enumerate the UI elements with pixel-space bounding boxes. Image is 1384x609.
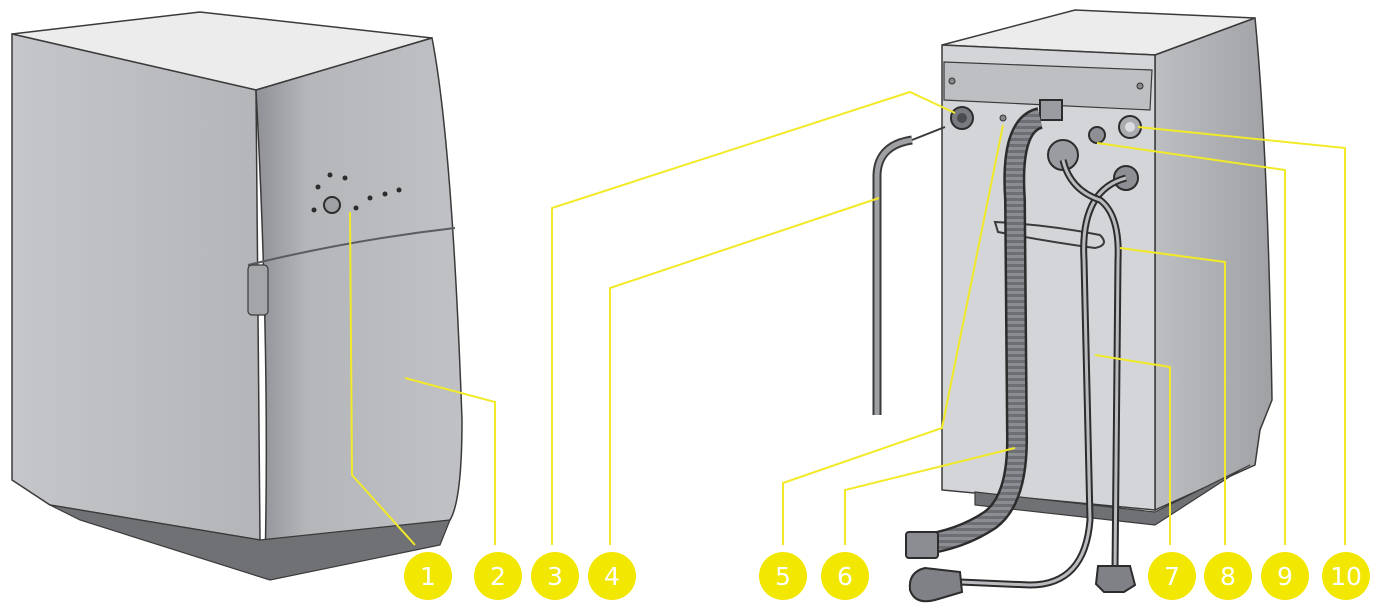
rear-unit-base bbox=[974, 464, 1251, 526]
screw-5 bbox=[999, 114, 1007, 122]
leader-1 bbox=[349, 211, 416, 546]
indicator-led bbox=[327, 172, 333, 178]
power-plug bbox=[908, 566, 964, 603]
callout-badge bbox=[759, 552, 807, 600]
callout-badge bbox=[1204, 552, 1252, 600]
leader-10 bbox=[1137, 126, 1346, 545]
rear-unit-side bbox=[1154, 16, 1273, 512]
leader-4 bbox=[609, 197, 880, 545]
rear-cover-plate bbox=[943, 61, 1153, 111]
drain-hose-end bbox=[905, 531, 939, 559]
cable-4 bbox=[872, 135, 913, 415]
callout-7: 7 bbox=[1148, 552, 1196, 600]
indicator-led bbox=[396, 187, 402, 193]
leader-lines bbox=[349, 90, 1346, 546]
callout-number: 2 bbox=[490, 562, 506, 591]
callout-2: 2 bbox=[474, 552, 522, 600]
hose-nut bbox=[1094, 565, 1137, 593]
callout-number: 7 bbox=[1164, 562, 1180, 591]
callout-number: 10 bbox=[1330, 562, 1362, 591]
leader-9 bbox=[1096, 142, 1286, 545]
indicator-led bbox=[315, 184, 321, 190]
leader-7 bbox=[1094, 354, 1171, 545]
callout-10: 10 bbox=[1322, 552, 1370, 600]
leader-5 bbox=[782, 124, 1004, 545]
leader-3 bbox=[551, 90, 956, 545]
callout-number: 3 bbox=[547, 562, 563, 591]
indicator-led bbox=[382, 191, 388, 197]
callout-6: 6 bbox=[821, 552, 869, 600]
front-unit-side bbox=[11, 33, 261, 541]
callout-badge bbox=[1322, 552, 1370, 600]
callout-9: 9 bbox=[1261, 552, 1309, 600]
front-view bbox=[11, 11, 463, 581]
indicator-led bbox=[353, 205, 359, 211]
front-unit-panel bbox=[255, 37, 463, 566]
rear-hose-holder bbox=[993, 220, 1105, 250]
connector-9 bbox=[1088, 126, 1106, 144]
indicator-led bbox=[342, 175, 348, 181]
callout-number: 1 bbox=[420, 562, 436, 591]
callout-badge bbox=[1148, 552, 1196, 600]
callout-number: 6 bbox=[837, 562, 853, 591]
callout-badge bbox=[588, 552, 636, 600]
callout-badge bbox=[1261, 552, 1309, 600]
callout-5: 5 bbox=[759, 552, 807, 600]
callout-badges: 1 2 3 4 5 6 7 8 9 10 bbox=[404, 552, 1370, 600]
rear-view bbox=[872, 9, 1273, 603]
callout-8: 8 bbox=[1204, 552, 1252, 600]
callout-number: 4 bbox=[604, 562, 620, 591]
callout-number: 5 bbox=[775, 562, 791, 591]
side-handle bbox=[247, 264, 269, 316]
leader-2 bbox=[404, 377, 496, 545]
leader-8 bbox=[1119, 247, 1226, 545]
main-knob[interactable] bbox=[323, 196, 341, 214]
callout-badge bbox=[821, 552, 869, 600]
front-unit-base bbox=[49, 504, 451, 581]
leader-6 bbox=[844, 447, 1016, 545]
callout-1: 1 bbox=[404, 552, 452, 600]
callout-number: 8 bbox=[1220, 562, 1236, 591]
callout-4: 4 bbox=[588, 552, 636, 600]
callout-number: 9 bbox=[1277, 562, 1293, 591]
control-panel bbox=[311, 172, 402, 214]
indicator-led bbox=[367, 195, 373, 201]
callout-3: 3 bbox=[531, 552, 579, 600]
indicator-led bbox=[311, 207, 317, 213]
callout-badge bbox=[474, 552, 522, 600]
callout-badge bbox=[404, 552, 452, 600]
callout-badge bbox=[531, 552, 579, 600]
